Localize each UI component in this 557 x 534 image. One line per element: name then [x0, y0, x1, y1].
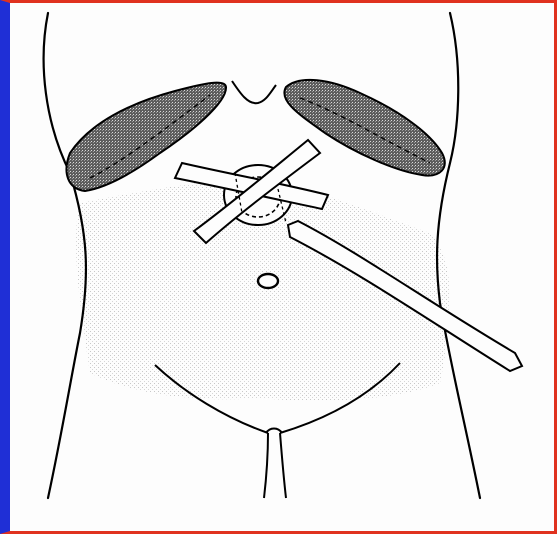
xiphoid-notch	[232, 81, 276, 103]
abdomen-illustration	[10, 3, 554, 531]
pubic-line-left	[264, 433, 268, 498]
umbilicus	[258, 274, 278, 288]
pubic-cap	[266, 429, 282, 434]
pubic-line-right	[280, 433, 286, 498]
